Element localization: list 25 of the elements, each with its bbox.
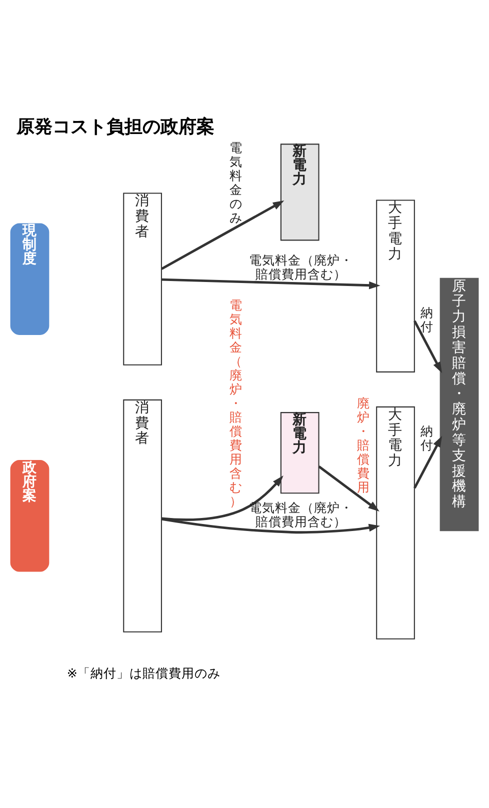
diagram-title: 原発コスト負担の政府案 [16,116,214,137]
node-box: 大手電力 [376,199,415,372]
arrow [414,435,442,488]
node-box: 大手電力 [376,406,415,639]
arrow [161,517,380,534]
arrow [318,465,380,511]
arrow [414,320,442,373]
edge-label: 納付 [420,304,434,334]
node-box: 原子力損害賠償・廃炉等支援機構 [440,277,479,531]
node-box: 消費者 [123,192,162,365]
node-box: 消費者 [123,398,162,632]
node-box: 政府案 [10,460,50,572]
label: ※「納付」は賠償費用のみ [66,664,220,680]
arrow [161,200,284,270]
node-box: 現制度 [10,222,50,334]
arrow [162,475,284,520]
node-box: 新電力 [280,412,320,494]
edge-label: 納付 [420,423,434,452]
node-box: 新電力 [280,143,320,240]
edge-label: 電気料金のみ [229,139,242,224]
edge-label: 電気料金（廃炉・賠償費用含む） [249,499,354,529]
edge-label: 廃炉・賠償費用 [356,395,370,494]
edge-label: 電気料金（廃炉・賠償費用含む） [249,252,354,282]
arrow [162,278,380,289]
edge-label: 電気料金（廃炉・賠償費用含む） [229,296,242,508]
